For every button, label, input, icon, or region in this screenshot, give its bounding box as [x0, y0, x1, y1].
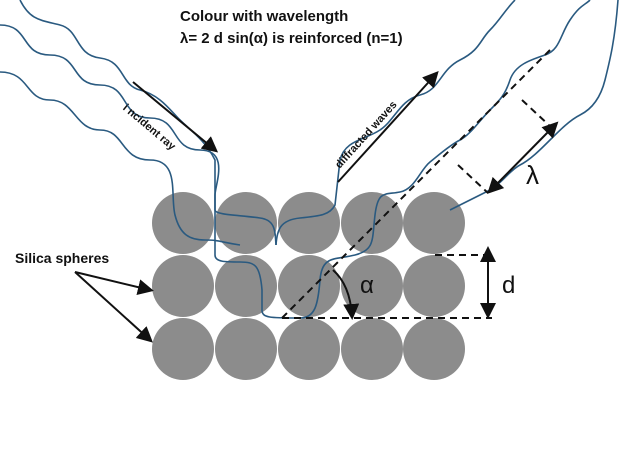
construction-lines: [281, 47, 553, 319]
diffracted-wave-1: [275, 0, 516, 246]
lambda-dimension-arrow: [487, 121, 559, 194]
spheres-pointer-2: [74, 271, 153, 343]
silica-sphere: [278, 255, 340, 317]
diffracted-wave-2: [299, 0, 591, 319]
silica-sphere: [403, 255, 465, 317]
silica-sphere: [215, 192, 277, 254]
silica-sphere: [278, 192, 340, 254]
incident-ray-arrow: [132, 81, 219, 153]
silica-sphere: [215, 255, 277, 317]
silica-sphere: [341, 255, 403, 317]
silica-sphere: [341, 318, 403, 380]
incident-wave-1: [0, 24, 301, 319]
wavefront-line-2: [457, 164, 489, 194]
title-line-1: Colour with wavelength: [180, 8, 349, 25]
silica-sphere: [403, 318, 465, 380]
silica-sphere: [152, 318, 214, 380]
silica-sphere-lattice: [152, 192, 465, 380]
silica-spheres-label: Silica spheres: [15, 250, 110, 266]
alpha-label: α: [360, 272, 374, 299]
silica-sphere: [215, 318, 277, 380]
waves: [0, 0, 619, 319]
title-line-2: λ= 2 d sin(α) is reinforced (n=1): [180, 30, 403, 47]
d-label: d: [502, 272, 516, 299]
spheres-pointer-1: [74, 271, 154, 295]
arrows: [74, 71, 559, 343]
incident-wave-2: [0, 71, 241, 246]
incident-wave-3: [19, 0, 277, 246]
wavefront-line-1: [521, 99, 553, 129]
silica-sphere: [403, 192, 465, 254]
lambda-label: λ: [526, 160, 539, 190]
diffracted-waves-arrow: [337, 71, 439, 183]
silica-sphere: [152, 192, 214, 254]
silica-sphere: [278, 318, 340, 380]
silica-sphere: [152, 255, 214, 317]
silica-sphere: [341, 192, 403, 254]
alpha-angle-arc: [332, 269, 360, 320]
diffraction-dashed-line: [281, 47, 553, 319]
